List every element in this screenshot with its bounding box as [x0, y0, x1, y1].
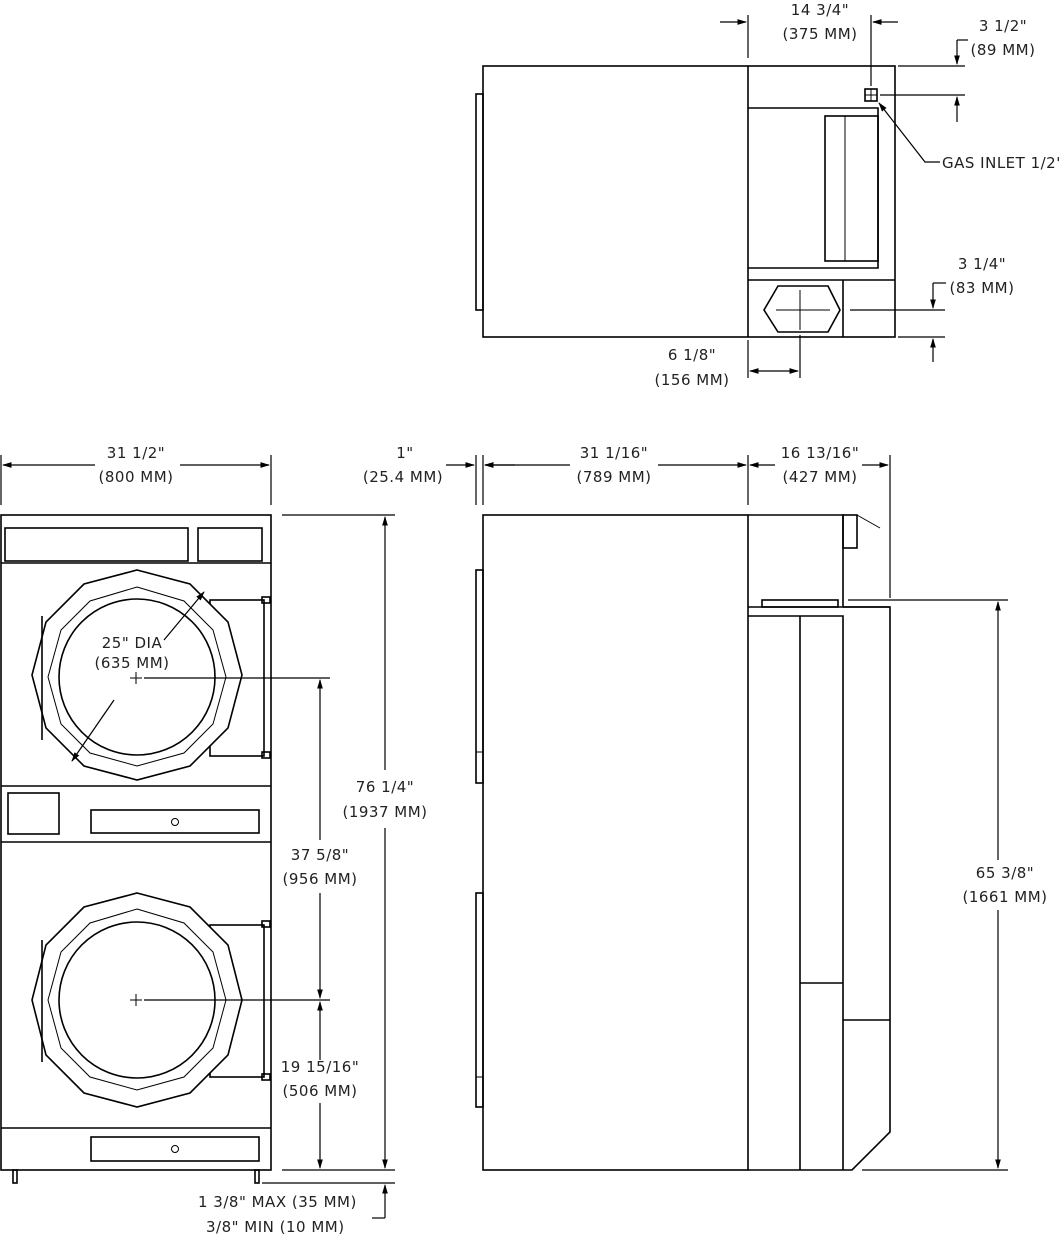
- front-width-in: 31 1/2": [107, 444, 165, 462]
- front-width-mm: (800 MM): [99, 468, 174, 486]
- upper-door: [31, 569, 271, 781]
- gas-offset-in: 3 1/2": [979, 17, 1027, 35]
- lower-center-mm: (506 MM): [283, 1082, 358, 1100]
- rear-in: 16 13/16": [781, 444, 859, 462]
- lower-door-profile: [475, 892, 484, 1108]
- exhaust-offset-mm: (83 MM): [950, 279, 1015, 297]
- exhaust-center-mm: (156 MM): [655, 371, 730, 389]
- exhaust-offset-in: 3 1/4": [958, 255, 1006, 273]
- upper-center-mm: (956 MM): [283, 870, 358, 888]
- top-view-door-edge: [475, 93, 484, 311]
- depth-mm: (789 MM): [577, 468, 652, 486]
- door-dia: 25" DIA: [102, 634, 163, 652]
- door-projection-mm: (25.4 MM): [363, 468, 443, 486]
- exhaust-outlet: [763, 285, 841, 333]
- height-mm: (1937 MM): [342, 803, 427, 821]
- upper-lint-drawer: [90, 809, 260, 834]
- rear-mm: (427 MM): [783, 468, 858, 486]
- upper-control-panel: [4, 527, 189, 562]
- lower-center-in: 19 15/16": [281, 1058, 359, 1076]
- exhaust-duct: [761, 599, 839, 608]
- height-in: 76 1/4": [356, 778, 414, 796]
- top-width-in: 14 3/4": [791, 1, 849, 19]
- leg-min: 3/8" MIN (10 MM): [206, 1218, 345, 1236]
- leg-max: 1 3/8" MAX (35 MM): [198, 1193, 357, 1211]
- upper-display-panel: [197, 527, 263, 562]
- lower-lint-drawer: [90, 1136, 260, 1162]
- side-view: 1" (25.4 MM) 31 1/16" (789 MM) 16 13/16"…: [363, 444, 1047, 1171]
- front-view: 25" DIA (635 MM) 31 1/2" (800 MM) 76 1/4…: [0, 444, 427, 1236]
- coin-box: [7, 792, 60, 835]
- door-projection-in: 1": [396, 444, 413, 462]
- top-view-control-box: [824, 115, 879, 262]
- top-view: 14 3/4" (375 MM) 3 1/2" (89 MM) GAS INLE…: [475, 1, 1060, 389]
- exhaust-height-in: 65 3/8": [976, 864, 1034, 882]
- lower-door: [31, 892, 271, 1108]
- gas-inlet-label: GAS INLET 1/2": [942, 154, 1060, 172]
- gas-offset-mm: (89 MM): [971, 41, 1036, 59]
- top-width-mm: (375 MM): [783, 25, 858, 43]
- upper-center-in: 37 5/8": [291, 846, 349, 864]
- exhaust-height-mm: (1661 MM): [962, 888, 1047, 906]
- exhaust-center-in: 6 1/8": [668, 346, 716, 364]
- door-dia-mm: (635 MM): [95, 654, 170, 672]
- side-view-cabinet: [482, 514, 749, 1171]
- depth-in: 31 1/16": [580, 444, 648, 462]
- upper-door-profile: [475, 569, 484, 784]
